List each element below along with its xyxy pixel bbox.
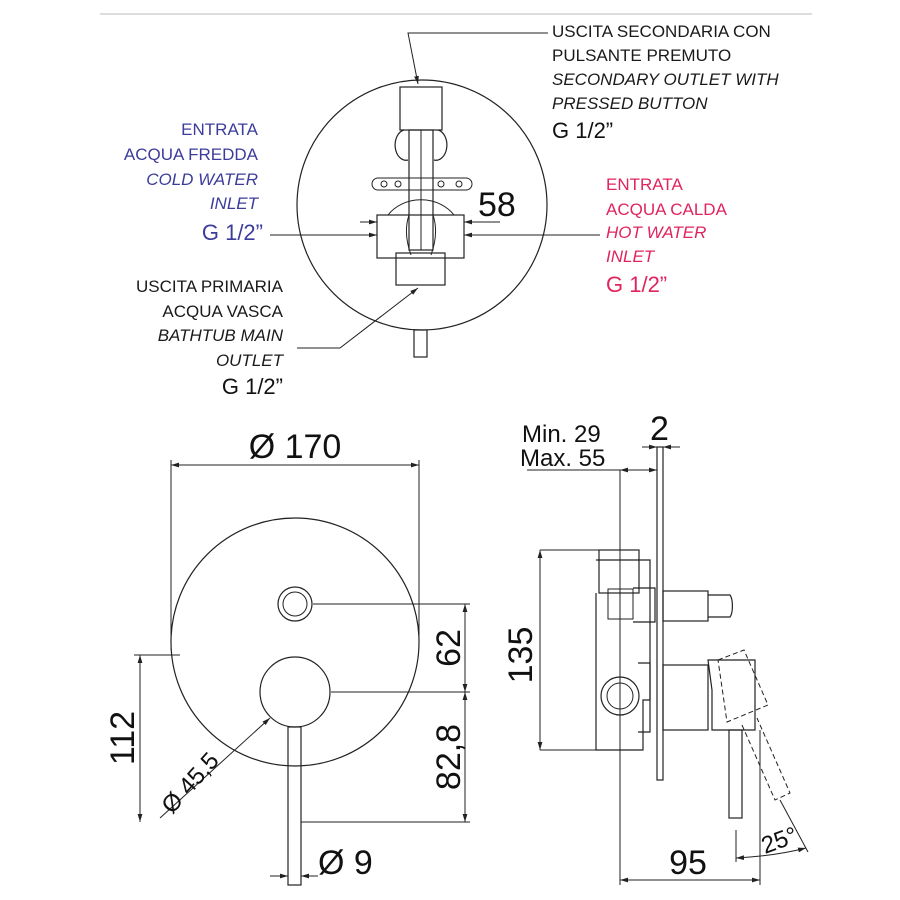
main-outlet-thread: G 1/2” — [222, 374, 283, 399]
side-top-block — [598, 549, 640, 594]
secondary-outlet-thread: G 1/2” — [552, 118, 613, 143]
top-view — [270, 32, 600, 358]
lever — [287, 726, 302, 886]
cold-inlet-label-en-1: COLD WATER — [146, 170, 258, 189]
mount-bracket — [371, 177, 473, 191]
front-view — [134, 460, 470, 886]
main-outlet-label-en-1: BATHTUB MAIN — [158, 326, 284, 345]
side-lever — [728, 729, 743, 819]
secondary-outlet-label-it-2: PULSANTE PREMUTO — [552, 46, 731, 65]
cold-inlet-label-en-2: INLET — [210, 194, 260, 213]
side-view — [527, 444, 809, 885]
secondary-outlet-block — [399, 86, 443, 131]
cold-inlet-label-it-2: ACQUA FREDDA — [124, 145, 259, 164]
body-height-dimension: 135 — [502, 627, 540, 684]
cold-inlet-thread: G 1/2” — [202, 220, 263, 245]
hot-inlet-label-en-2: INLET — [606, 247, 656, 266]
secondary-outlet-label-it-1: USCITA SECONDARIA CON — [552, 22, 771, 41]
handle-to-bottom-dimension: 82,8 — [430, 724, 468, 790]
hot-inlet-label-en-1: HOT WATER — [606, 223, 706, 242]
hot-inlet-label-it-2: ACQUA CALDA — [606, 200, 728, 219]
main-outlet-block — [395, 252, 446, 286]
plate-diameter-dimension: Ø 170 — [249, 428, 342, 466]
handle-diameter-dimension: Ø 45,5 — [156, 747, 224, 819]
wall-min-dimension: Min. 29 — [522, 421, 601, 448]
main-outlet-label-it-1: USCITA PRIMARIA — [136, 277, 284, 296]
wall-max-dimension: Max. 55 — [520, 445, 605, 472]
plate-thickness-dimension: 2 — [650, 410, 669, 448]
secondary-outlet-label-en-2: PRESSED BUTTON — [552, 94, 708, 113]
secondary-outlet-label-en-1: SECONDARY OUTLET WITH — [552, 70, 779, 89]
front-plate-outline — [170, 517, 420, 767]
lever-diameter-dimension: Ø 9 — [318, 844, 373, 882]
side-cartridge — [662, 664, 709, 731]
wall-plate — [656, 446, 664, 781]
projection-dimension: 95 — [669, 844, 707, 882]
hot-inlet-label-it-1: ENTRATA — [606, 175, 683, 194]
hot-inlet-thread: G 1/2” — [606, 272, 667, 297]
top-lever-stub — [413, 329, 428, 358]
cold-inlet-label-it-1: ENTRATA — [181, 120, 258, 139]
diverter-button — [277, 586, 313, 622]
body-depth-dimension: 58 — [478, 186, 516, 224]
main-outlet-label-en-2: OUTLET — [216, 351, 285, 370]
side-button-stem — [662, 590, 709, 622]
main-outlet-label-it-2: ACQUA VASCA — [162, 302, 283, 321]
side-handle-head — [707, 659, 756, 731]
button-to-handle-dimension: 62 — [430, 629, 468, 667]
total-height-dimension: 112 — [104, 711, 142, 765]
handle-knob — [259, 656, 331, 728]
